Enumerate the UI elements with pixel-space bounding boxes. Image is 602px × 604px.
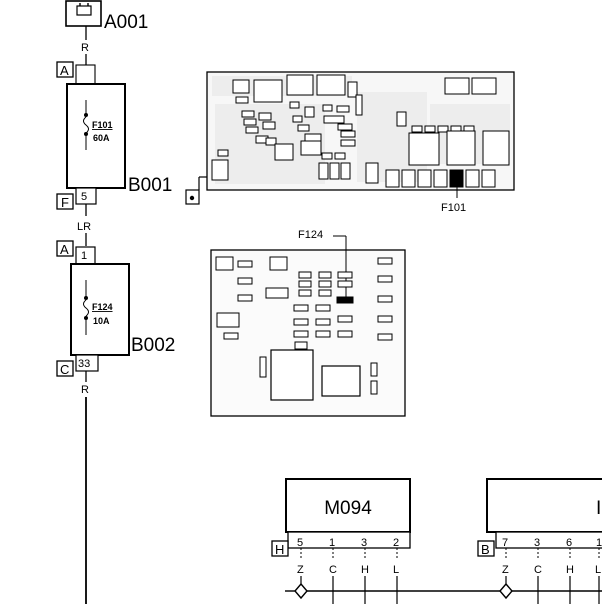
secondary-fuse-board[interactable]: F124	[210, 229, 406, 417]
fuse-f101-highlight	[449, 169, 464, 188]
main-fuse-board[interactable]: F101	[185, 71, 515, 214]
right-module-pin: 3	[534, 537, 540, 549]
right-module-pin: 1	[596, 537, 602, 549]
fuse-box-b002-label: B002	[131, 335, 175, 356]
right-module-pin: 6	[566, 537, 572, 549]
battery-a001[interactable]: A001	[65, 0, 148, 33]
fuse-box-b002[interactable]: A 1 F124 10A B002 C 33	[56, 240, 175, 377]
wire-color-battery: R	[81, 42, 89, 54]
fuse-box-b001[interactable]: A F101 60A B001 F 5	[56, 61, 172, 210]
pin-5-b001: 5	[81, 191, 87, 203]
right-module-pin: 7	[502, 537, 508, 549]
m094-wire: C	[329, 564, 337, 576]
connector-a-b002-label: A	[60, 242, 69, 257]
module-right[interactable]: I B 7 3 6 1 Z C H L	[477, 478, 602, 604]
connector-h-m094	[271, 540, 289, 557]
right-module-wire: Z	[502, 564, 509, 576]
fuse-f101-rating: 60A	[93, 133, 110, 143]
callout-f101: F101	[441, 202, 466, 214]
battery-icon	[65, 0, 102, 27]
m094-pin: 2	[393, 537, 399, 549]
connector-b-right-label: B	[481, 542, 490, 557]
right-module-wire: C	[534, 564, 542, 576]
m094-wire: Z	[297, 564, 304, 576]
module-m094[interactable]: M094 H 5 1 3 2 Z C H L	[271, 478, 411, 604]
m094-pin: 5	[297, 537, 303, 549]
connector-f-b001-label: F	[61, 195, 69, 210]
battery-label: A001	[104, 12, 148, 33]
m094-wire: L	[393, 564, 399, 576]
m094-pin: 1	[329, 537, 335, 549]
fuse-f124-highlight	[336, 296, 354, 304]
fuse-f124-rating: 10A	[93, 316, 110, 326]
fuse-f101-name: F101	[92, 120, 113, 130]
fuse-box-b001-label: B001	[128, 175, 172, 196]
m094-pin: 3	[361, 537, 367, 549]
right-module-wire: L	[595, 564, 601, 576]
connector-b-right	[477, 540, 495, 557]
connector-c-b002-label: C	[60, 362, 69, 377]
wire-color-r-out: R	[81, 384, 89, 396]
pin-1-b002: 1	[81, 250, 87, 262]
connector-h-m094-label: H	[275, 542, 284, 557]
connector-a-b001	[56, 61, 74, 78]
connector-f-b001	[56, 193, 74, 210]
connector-a-b001-label: A	[60, 63, 69, 78]
module-m094-label: M094	[324, 498, 372, 519]
right-module-wire: H	[566, 564, 574, 576]
callout-f124: F124	[298, 229, 323, 241]
fuse-f124-name: F124	[92, 302, 113, 312]
connector-c-b002	[56, 360, 74, 377]
splice-diamond-icon	[294, 582, 308, 600]
splice-diamond-icon	[499, 582, 513, 600]
wire-color-lr: LR	[77, 221, 91, 233]
module-right-label: I	[596, 498, 601, 519]
connector-a-b002	[56, 240, 74, 257]
pin-33-b002: 33	[78, 358, 90, 370]
m094-wire: H	[361, 564, 369, 576]
